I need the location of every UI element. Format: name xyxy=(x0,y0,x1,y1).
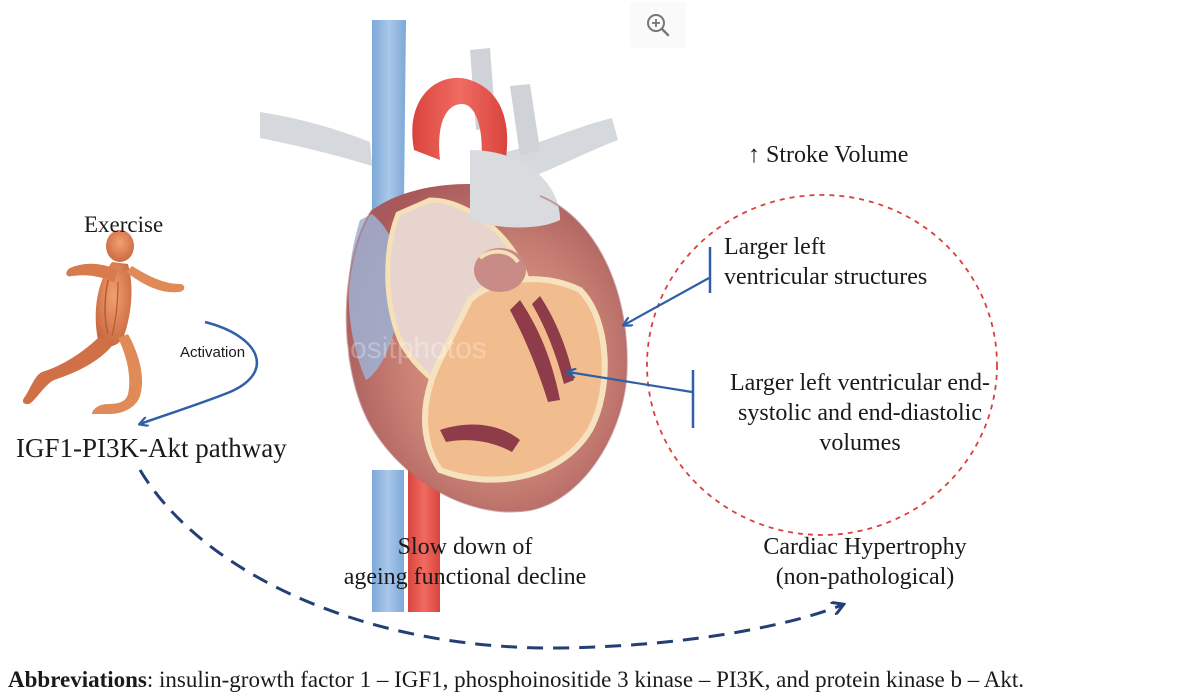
lv-volumes-line-2: systolic and end-diastolic xyxy=(738,400,982,426)
watermark-text: depositphotos xyxy=(300,332,487,365)
abbreviations-heading: Abbreviations xyxy=(8,667,147,692)
zoom-in-icon xyxy=(647,14,670,37)
callout-arrow-structures xyxy=(624,277,710,325)
exercise-label: Exercise xyxy=(84,212,164,237)
slow-down-line-1: Slow down of xyxy=(397,534,533,560)
heart-anatomy-icon xyxy=(260,20,628,612)
callout-arrow-volumes xyxy=(568,372,693,394)
lv-volumes-line-3: volumes xyxy=(819,430,901,456)
lv-structures-text: Larger left ventricular structures xyxy=(724,232,927,292)
zoom-button[interactable] xyxy=(630,2,686,48)
slow-down-line-2: ageing functional decline xyxy=(343,564,587,590)
pathway-label: IGF1-PI3K-Akt pathway xyxy=(16,433,287,463)
hypertrophy-line-1: Cardiac Hypertrophy xyxy=(763,534,967,560)
slow-down-text: Slow down of ageing functional decline xyxy=(330,532,600,592)
dashed-pathway-arrow xyxy=(138,469,842,650)
abbreviations-text: : insulin-growth factor 1 – IGF1, phosph… xyxy=(146,667,1024,692)
stroke-volume-label: ↑ Stroke Volume xyxy=(748,142,909,168)
running-figure-icon xyxy=(22,230,185,414)
lv-volumes-line-1: Larger left ventricular end- xyxy=(729,370,991,396)
activation-arrow xyxy=(140,320,259,424)
lv-structures-line-1: Larger left xyxy=(724,234,826,260)
hypertrophy-text: Cardiac Hypertrophy (non-pathological) xyxy=(720,532,1010,592)
abbreviations-footnote: Abbreviations: insulin-growth factor 1 –… xyxy=(8,665,1024,695)
activation-label: Activation xyxy=(180,344,246,361)
stroke-volume-circle xyxy=(646,194,998,536)
lv-volumes-text: Larger left ventricular end- systolic an… xyxy=(704,368,1016,458)
lv-structures-line-2: ventricular structures xyxy=(724,264,928,290)
hypertrophy-line-2: (non-pathological) xyxy=(775,564,955,590)
